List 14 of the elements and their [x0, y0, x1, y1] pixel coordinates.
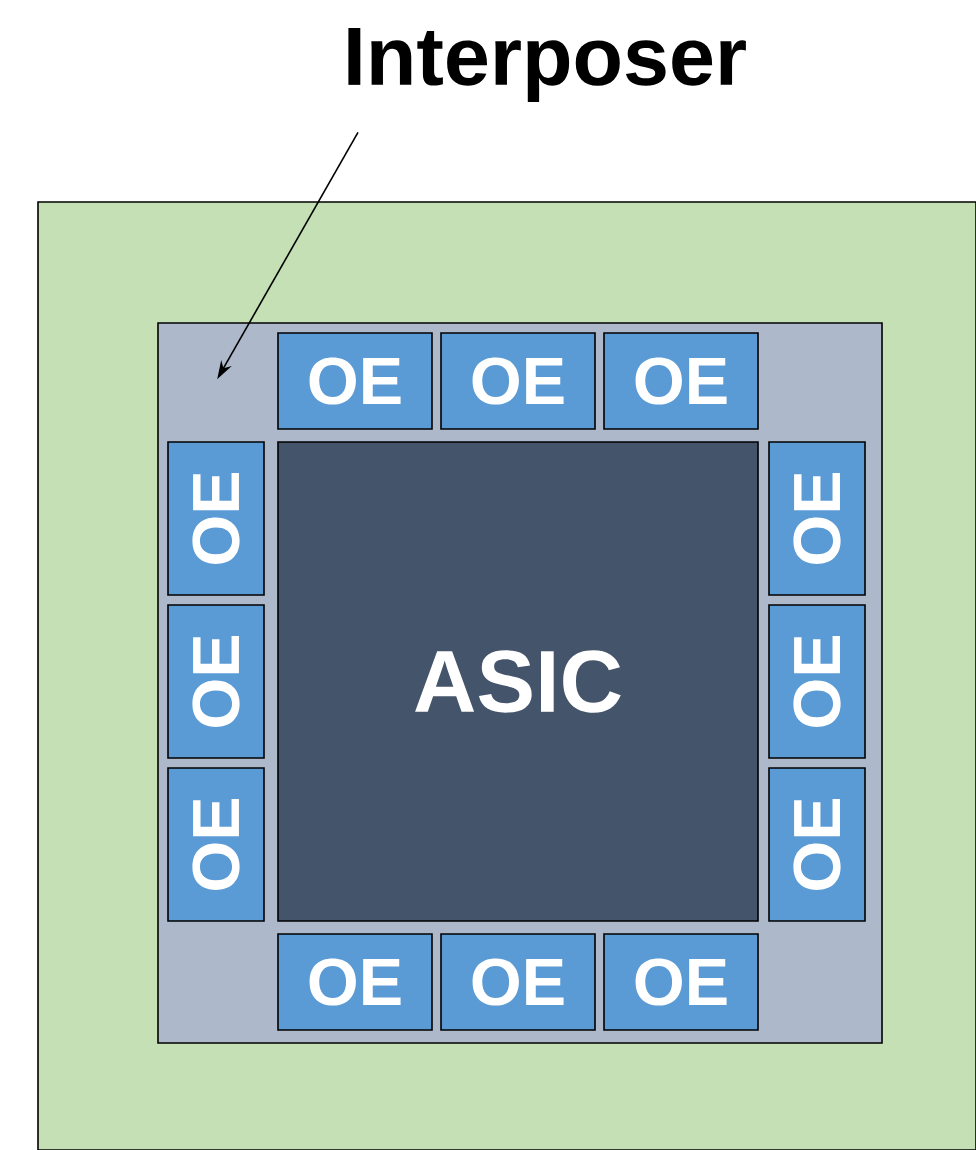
oe-box: OE: [603, 933, 759, 1031]
oe-box: OE: [768, 604, 866, 759]
oe-box: OE: [167, 441, 265, 596]
oe-box: OE: [167, 767, 265, 922]
oe-box: OE: [440, 332, 596, 430]
oe-box: OE: [277, 933, 433, 1031]
oe-box: OE: [603, 332, 759, 430]
asic-box: ASIC: [277, 441, 759, 922]
interposer-label: Interposer: [348, 28, 746, 102]
oe-box: OE: [768, 441, 866, 596]
oe-box: OE: [277, 332, 433, 430]
oe-box: OE: [768, 767, 866, 922]
oe-box: OE: [167, 604, 265, 759]
oe-box: OE: [440, 933, 596, 1031]
